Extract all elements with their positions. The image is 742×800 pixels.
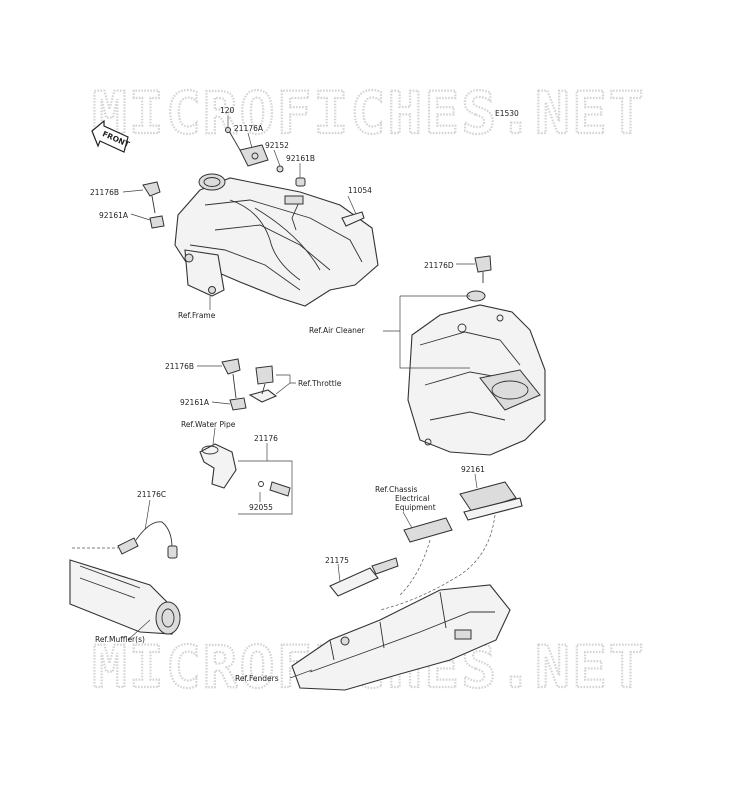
water-pipe — [199, 443, 237, 489]
air-cleaner-box — [407, 304, 546, 456]
bracket-11054 — [341, 211, 365, 227]
ref-label-water-pipe: Ref.Water Pipe — [181, 420, 236, 429]
part-label-92161A-upper: 92161A — [99, 211, 129, 220]
oxygen-sensor-21176C — [117, 521, 178, 559]
part-label-21176D: 21176D — [424, 261, 454, 270]
grommet-92161A-upper — [149, 215, 165, 229]
part-label-21176B-middle: 21176B — [165, 362, 194, 371]
washer-92152 — [276, 165, 284, 173]
diagram-code: E1530 — [495, 109, 519, 118]
part-label-21176: 21176 — [254, 434, 278, 443]
bolt-120 — [225, 127, 241, 151]
ref-label-electrical: Electrical — [395, 494, 429, 503]
part-label-92161B: 92161B — [286, 154, 315, 163]
ecu-92161 — [459, 481, 523, 521]
sensor-21176A — [239, 144, 269, 167]
muffler — [69, 547, 181, 635]
sensor-21176B-upper — [142, 181, 161, 214]
ref-label-chassis: Ref.Chassis — [375, 485, 417, 494]
part-label-21176B-upper: 21176B — [90, 188, 119, 197]
sensor-21176 — [258, 481, 291, 497]
part-label-21176A: 21176A — [234, 124, 264, 133]
part-label-21176C: 21176C — [137, 490, 166, 499]
sensor-21176B-middle — [221, 358, 241, 399]
ref-label-equipment: Equipment — [395, 503, 436, 512]
ref-label-air-cleaner: Ref.Air Cleaner — [309, 326, 366, 335]
ref-label-throttle: Ref.Throttle — [298, 379, 342, 388]
part-label-92161: 92161 — [461, 465, 485, 474]
group-bracket-21176 — [238, 460, 293, 515]
part-label-21175: 21175 — [325, 556, 349, 565]
part-label-92161A-middle: 92161A — [180, 398, 210, 407]
ref-label-fenders: Ref.Fenders — [235, 674, 279, 683]
harness-path-1 — [379, 514, 496, 611]
part-label-11054: 11054 — [348, 186, 372, 195]
sensor-21176D — [474, 255, 492, 283]
leader-lines — [122, 116, 478, 679]
grommet-92161B — [295, 177, 306, 187]
harness-path-2 — [399, 539, 431, 596]
ref-label-muffler: Ref.Muffler(s) — [95, 635, 145, 644]
sensor-21175 — [329, 567, 379, 597]
part-label-120: 120 — [220, 106, 235, 115]
grommet-92161A-middle — [229, 397, 247, 411]
part-label-92055: 92055 — [249, 503, 273, 512]
sensor-21175-plug — [371, 557, 399, 575]
frame-assembly — [174, 173, 379, 307]
throttle-bracket — [248, 365, 278, 403]
watermark-top: MICROFICHES.NET — [92, 79, 646, 147]
ref-label-frame: Ref.Frame — [178, 311, 216, 320]
rear-fender — [291, 584, 511, 691]
part-label-92152: 92152 — [265, 141, 289, 150]
chassis-electrical-connector — [403, 517, 453, 543]
